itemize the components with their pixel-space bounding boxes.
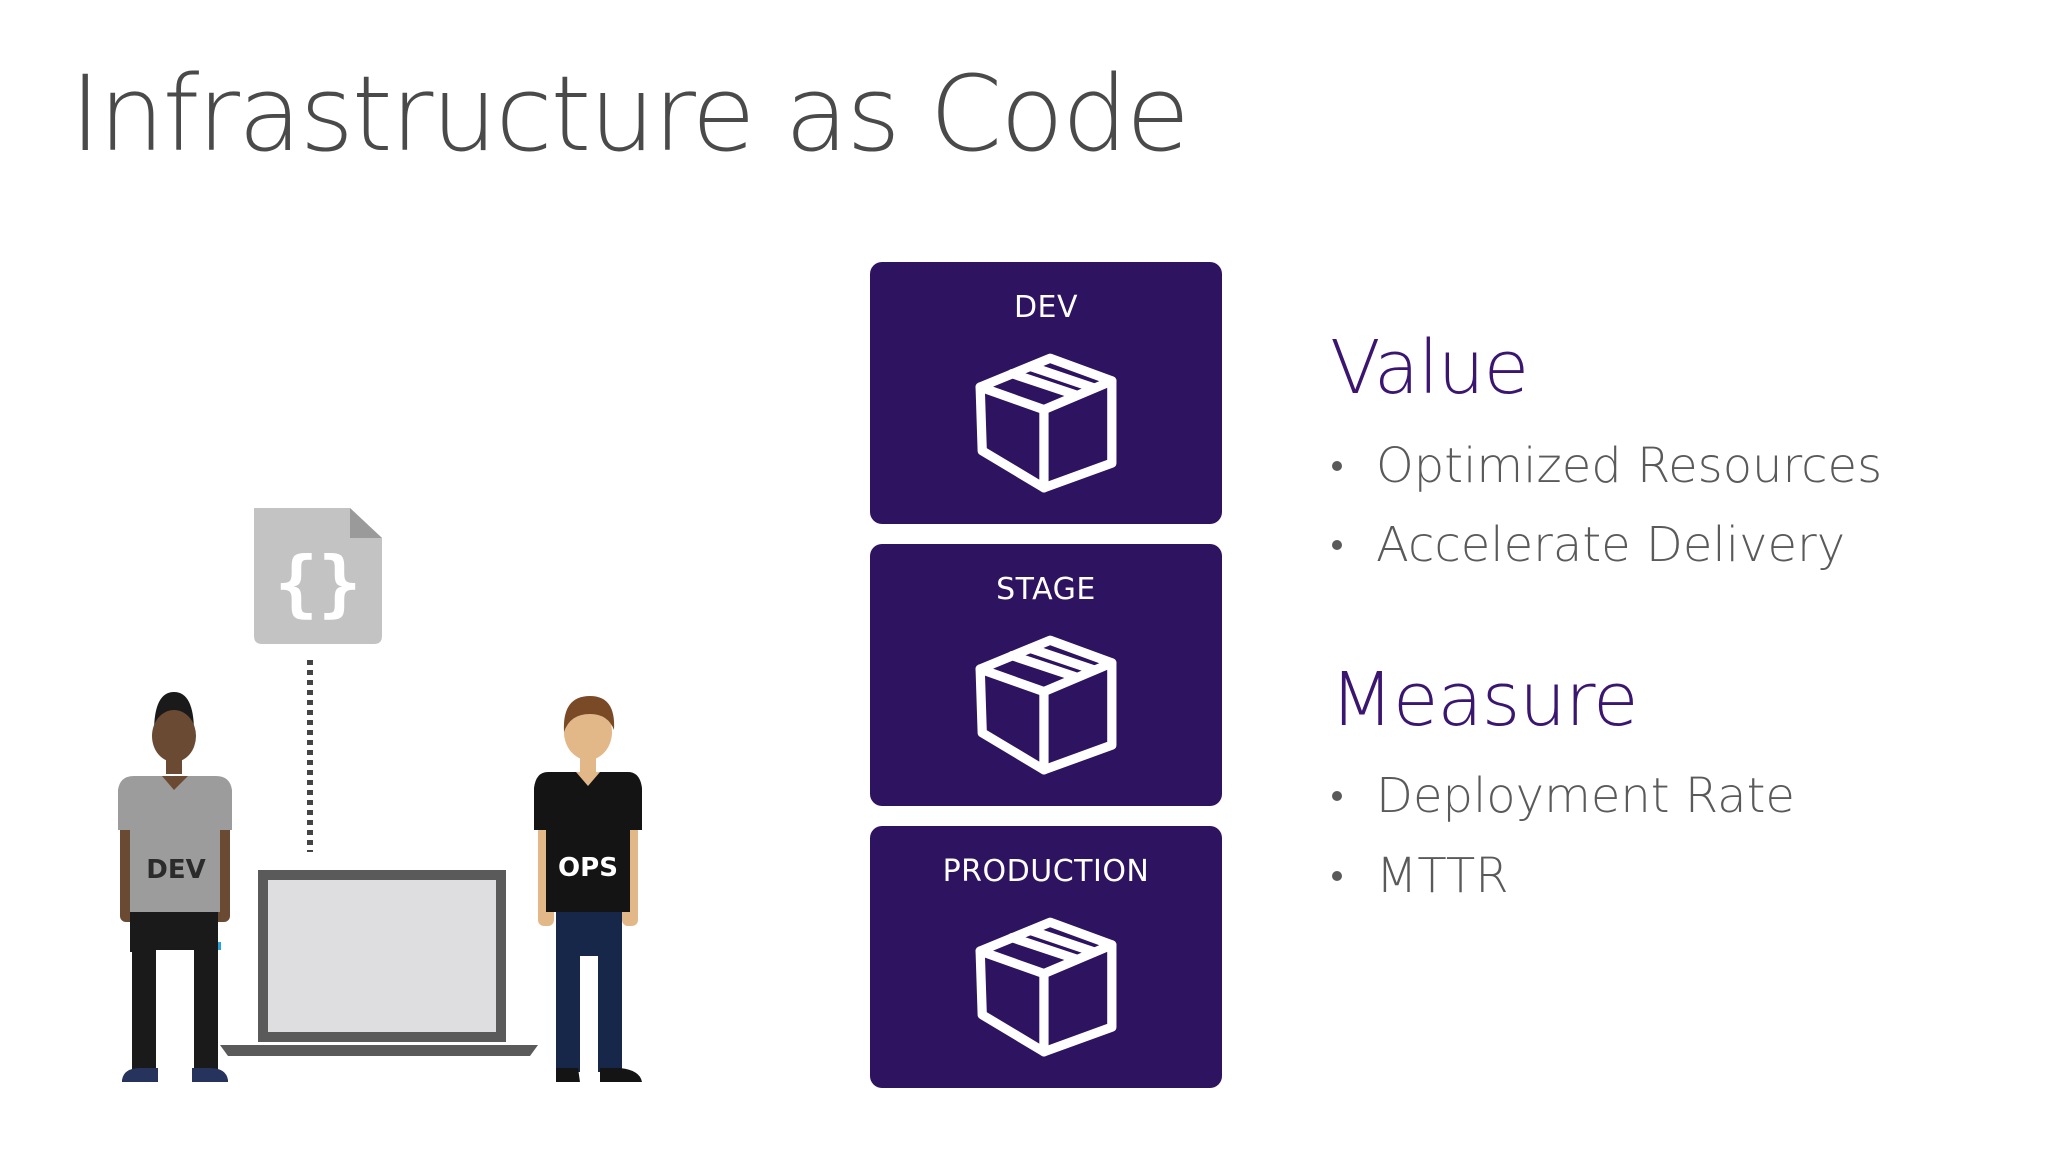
bullet-dot [1332, 461, 1342, 471]
ops-shirt-text: OPS [558, 853, 618, 883]
env-label-production: PRODUCTION [942, 854, 1150, 889]
bullet-dot [1332, 540, 1342, 550]
measure-item-deployment-rate: Deployment Rate [1330, 766, 1795, 826]
env-label-dev: DEV [1013, 290, 1079, 325]
env-label-stage: STAGE [996, 572, 1096, 607]
value-item-label: Optimized Resources [1376, 438, 1883, 494]
slide-title: Infrastructure as Code [70, 53, 1190, 175]
value-item-optimized-resources: Optimized Resources [1330, 436, 1882, 496]
laptop-icon [220, 870, 538, 1056]
dev-person: DEV [118, 692, 232, 1082]
value-heading: Value [1330, 325, 1529, 411]
code-file-icon: {} [254, 508, 382, 644]
value-item-accelerate-delivery: Accelerate Delivery [1330, 515, 1845, 575]
package-box-icon [975, 635, 1117, 775]
bullet-dot [1332, 871, 1342, 881]
measure-item-mttr: MTTR [1330, 846, 1509, 906]
measure-item-label: MTTR [1376, 848, 1509, 904]
value-item-label: Accelerate Delivery [1376, 517, 1846, 573]
dev-shirt-text: DEV [146, 855, 205, 885]
measure-heading: Measure [1330, 657, 1638, 743]
measure-item-label: Deployment Rate [1376, 768, 1795, 824]
env-card-stage: STAGE [870, 544, 1222, 806]
env-card-dev: DEV [870, 262, 1222, 524]
env-card-production: PRODUCTION [870, 826, 1222, 1088]
package-box-icon [975, 917, 1117, 1057]
code-glyph: {} [275, 541, 362, 625]
ops-person: OPS [534, 696, 642, 1082]
package-box-icon [975, 353, 1117, 493]
bullet-dot [1332, 791, 1342, 801]
devops-illustration: {} DEV OPS [118, 508, 642, 1082]
